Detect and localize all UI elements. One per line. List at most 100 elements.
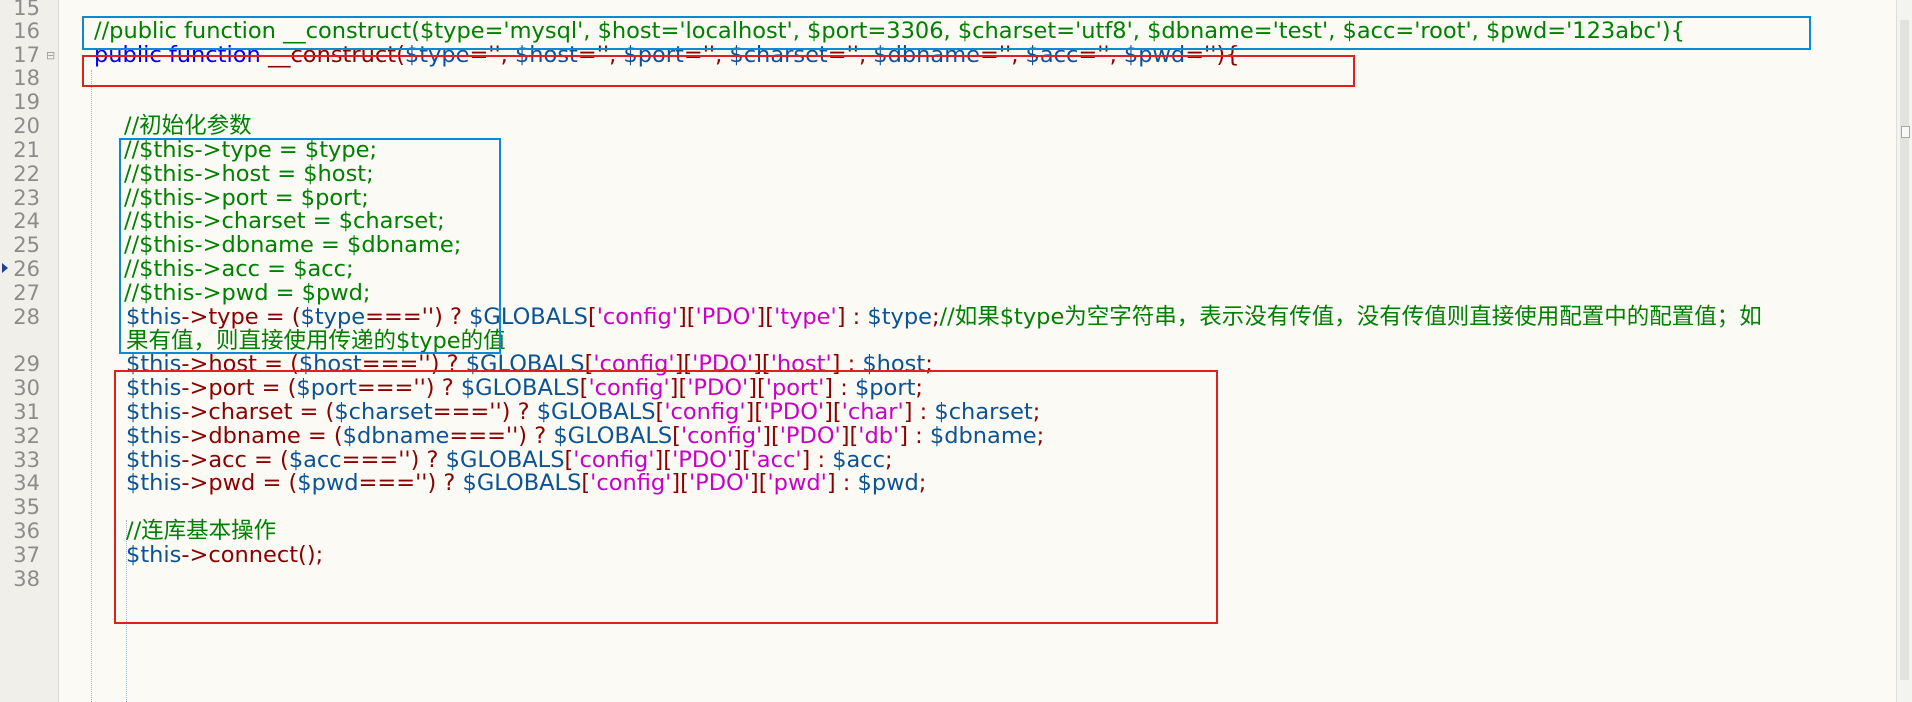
line-number: 19 — [13, 90, 40, 114]
string: 'PDO' — [687, 375, 749, 401]
fold-toggle-icon[interactable]: ⊟ — [46, 49, 56, 62]
indent-guide — [91, 70, 92, 702]
ternary: ) ? — [425, 375, 461, 401]
ternary: ) ? — [518, 423, 554, 449]
variable: $type — [300, 304, 366, 330]
line-number: 16 — [13, 19, 40, 43]
bracket: ] : — [903, 399, 935, 425]
bracket: [ — [564, 447, 574, 473]
comparison: ==='' — [341, 447, 411, 473]
semicolon: ; — [925, 351, 933, 377]
bracket: [ — [655, 399, 665, 425]
bracket: [ — [587, 304, 597, 330]
semicolon: ; — [1032, 399, 1041, 425]
string: 'PDO' — [672, 447, 734, 473]
variable: $this — [126, 423, 182, 449]
bracket: [ — [584, 351, 594, 377]
globals-var: $GLOBALS — [462, 470, 582, 496]
ternary: ) ? — [427, 470, 463, 496]
variable: $this — [126, 470, 182, 496]
bracket: ][ — [748, 375, 766, 401]
comparison: ==='' — [365, 304, 435, 330]
bracket: ][ — [654, 447, 673, 473]
string: 'PDO' — [695, 304, 757, 330]
line-number: 34 — [13, 471, 40, 495]
semicolon: ; — [915, 375, 923, 401]
property-access: ->type = ( — [181, 304, 301, 330]
code-line-32: $this->dbname = ($dbname==='') ? $GLOBAL… — [126, 422, 1044, 451]
string: 'config' — [593, 351, 675, 377]
scrollbar-position-icon — [1901, 126, 1910, 138]
variable: $host — [298, 351, 362, 377]
line-number: 38 — [13, 567, 40, 591]
line-number: 26 — [13, 257, 40, 281]
line-number: 17 — [13, 43, 40, 67]
line-number: 29 — [13, 352, 40, 376]
property-access: ->acc = ( — [181, 447, 289, 473]
variable: $port — [296, 375, 357, 401]
variable: $pwd — [857, 470, 919, 496]
property-access: ->port = ( — [181, 375, 297, 401]
vertical-scrollbar[interactable] — [1896, 0, 1912, 702]
bracket: ][ — [756, 304, 775, 330]
variable: $this — [126, 351, 182, 377]
line-number: 22 — [13, 162, 40, 186]
variable: $port — [854, 375, 916, 401]
line-number: 23 — [13, 186, 40, 210]
bracket: ] : — [899, 423, 930, 449]
string: 'config' — [664, 399, 746, 425]
code-line-22: //$this->port = $port; — [124, 185, 369, 211]
line-number: 35 — [13, 495, 40, 519]
ternary: ) ? — [501, 399, 537, 425]
line-number: 21 — [13, 138, 40, 162]
globals-var: $GLOBALS — [445, 447, 565, 473]
bracket: ][ — [733, 447, 751, 473]
bracket: ][ — [840, 423, 859, 449]
string: 'type' — [774, 304, 837, 330]
variable: $this — [126, 542, 182, 568]
code-line-37: $this->connect(); — [126, 541, 323, 570]
line-number: 32 — [13, 424, 40, 448]
line-number: 27 — [13, 281, 40, 305]
bracket: [ — [581, 470, 591, 496]
property-access: ->charset = ( — [181, 399, 335, 425]
comparison: ==='' — [449, 423, 519, 449]
comparison: ==='' — [356, 375, 426, 401]
line-number: 20 — [13, 114, 40, 138]
semicolon: ; — [1036, 423, 1045, 449]
globals-var: $GLOBALS — [465, 351, 585, 377]
bracket: ] : — [824, 375, 855, 401]
variable: $this — [126, 399, 182, 425]
code-line-28: $this->type = ($type==='') ? $GLOBALS['c… — [126, 303, 1762, 332]
string: 'config' — [573, 447, 655, 473]
line-number: 36 — [13, 519, 40, 543]
code-line-28-wrap: 果有值，则直接使用传递的$type的值 — [126, 328, 506, 354]
code-line-20: //$this->type = $type; — [124, 137, 378, 163]
string: 'config' — [588, 375, 670, 401]
line-number: 25 — [13, 233, 40, 257]
highlight-box-red — [82, 55, 1355, 87]
comparison: ==='' — [361, 351, 431, 377]
comparison: ==='' — [432, 399, 502, 425]
variable: $dbname — [342, 423, 450, 449]
bracket: ][ — [677, 304, 696, 330]
string: 'host' — [770, 351, 832, 377]
bracket: ][ — [745, 399, 764, 425]
line-number: 31 — [13, 400, 40, 424]
string: 'char' — [841, 399, 904, 425]
method-call: ->connect(); — [181, 542, 324, 568]
bracket: ][ — [824, 399, 842, 425]
bookmark-marker-icon — [2, 263, 8, 273]
comparison: ==='' — [358, 470, 428, 496]
bracket: [ — [579, 375, 589, 401]
string: 'PDO' — [779, 423, 841, 449]
property-access: ->pwd = ( — [181, 470, 298, 496]
bracket: ] : — [831, 351, 863, 377]
indent-guide — [126, 520, 127, 702]
string: 'pwd' — [767, 470, 827, 496]
scrollbar-thumb[interactable] — [1900, 20, 1909, 680]
code-line-31: $this->charset = ($charset==='') ? $GLOB… — [126, 398, 1040, 427]
highlight-box-red — [114, 370, 1218, 624]
code-line-25: //$this->acc = $acc; — [124, 256, 354, 282]
